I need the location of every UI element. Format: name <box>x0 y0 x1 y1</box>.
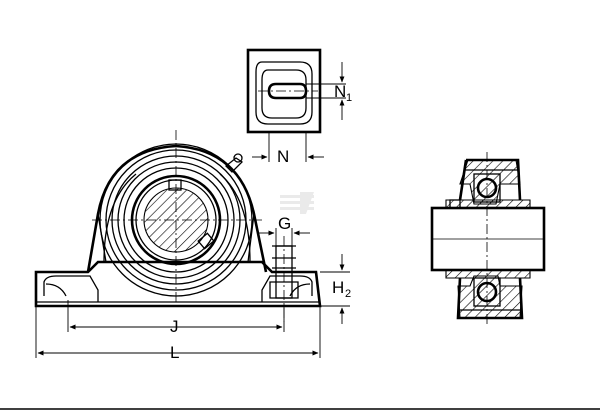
label-n1-subscript: 1 <box>346 92 352 104</box>
label-n: N <box>277 147 289 166</box>
label-h2: H <box>332 278 344 297</box>
label-l: L <box>170 343 179 362</box>
slot-detail-view <box>246 48 346 162</box>
front-view <box>34 130 350 358</box>
label-n1: N <box>334 82 346 101</box>
label-j: J <box>170 317 179 336</box>
side-section-view <box>430 152 546 326</box>
label-h2-subscript: 2 <box>345 288 351 300</box>
label-g: G <box>278 214 291 233</box>
watermark-logo <box>280 192 314 214</box>
